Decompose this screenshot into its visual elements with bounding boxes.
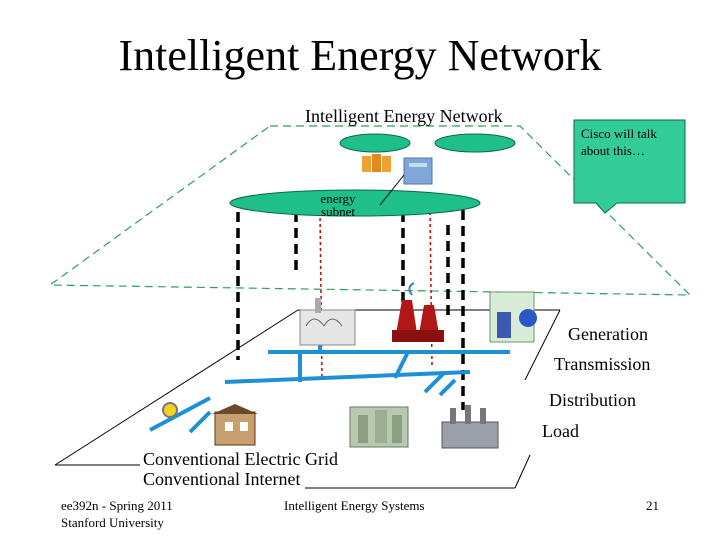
- power-plant-icon: [392, 282, 444, 342]
- load-label: Load: [542, 421, 579, 441]
- load-line-2: [188, 410, 212, 434]
- server-cluster-icon: [362, 154, 391, 172]
- internet-label: Conventional Internet: [143, 469, 301, 489]
- load-line-3: [423, 370, 447, 394]
- sun-icon: [162, 402, 178, 418]
- energy-subnet-ellipse: [229, 189, 481, 217]
- page-number: 21: [646, 498, 659, 513]
- red-cable-1: [319, 211, 323, 381]
- renewable-plant-icon: [489, 291, 537, 343]
- generation-label: Generation: [568, 324, 648, 344]
- grid-plane-left: [54, 309, 299, 466]
- red-cable-2: [429, 211, 433, 366]
- load-line-4: [438, 378, 457, 397]
- load-line-1: [149, 396, 211, 432]
- footer-course-line1: ee392n - Spring 2011: [61, 498, 173, 513]
- router-icon: [403, 157, 433, 185]
- office-building-icon: [349, 406, 409, 448]
- grid-label: Conventional Electric Grid: [143, 449, 338, 469]
- callout-box: [573, 119, 686, 214]
- footer-course: ee392n - Spring 2011 Stanford University: [61, 497, 173, 531]
- network-plane-label: Intelligent Energy Network: [305, 106, 503, 126]
- network-node-left: [339, 133, 411, 153]
- network-node-right: [434, 133, 516, 153]
- distribution-line: [224, 370, 471, 384]
- grid-plane-right-lower: [514, 454, 531, 489]
- transmission-label: Transmission: [554, 354, 651, 374]
- callout-text: Cisco will talk about this…: [581, 126, 657, 158]
- distribution-branch-2: [393, 351, 410, 379]
- slide-title: Intelligent Energy Network: [118, 31, 602, 80]
- house-icon: [212, 404, 258, 446]
- grid-plane-right-upper: [524, 309, 561, 381]
- factory-icon: [441, 405, 499, 449]
- footer-course-line2: Stanford University: [61, 515, 164, 530]
- coal-plant-icon: [299, 298, 356, 346]
- energy-subnet-label: energy subnet: [320, 191, 356, 219]
- footer-title: Intelligent Energy Systems: [284, 498, 425, 513]
- distribution-label: Distribution: [549, 390, 637, 410]
